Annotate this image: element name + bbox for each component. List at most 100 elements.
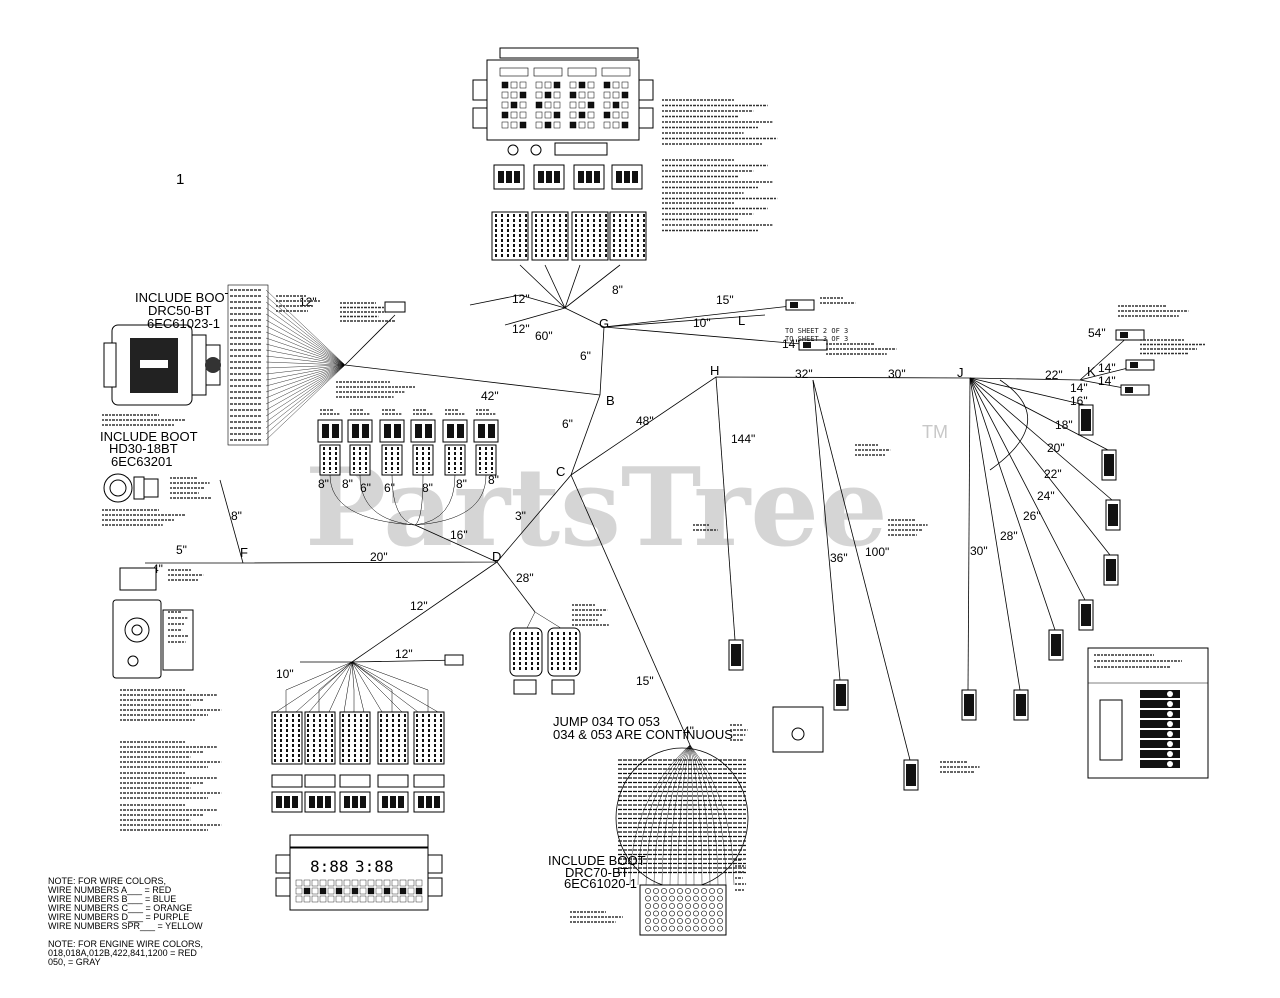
include-boot-1-line1: INCLUDE BOOT bbox=[135, 290, 233, 305]
svg-text:8": 8" bbox=[456, 477, 467, 491]
svg-text:28": 28" bbox=[516, 571, 534, 585]
svg-text:14": 14" bbox=[782, 337, 800, 351]
include-boot-3-line1: INCLUDE BOOT bbox=[548, 853, 646, 868]
svg-text:28": 28" bbox=[1000, 529, 1018, 543]
svg-text:22": 22" bbox=[1045, 368, 1063, 382]
svg-text:6": 6" bbox=[360, 481, 371, 495]
svg-text:54": 54" bbox=[1088, 326, 1106, 340]
wire-color-note: NOTE: FOR WIRE COLORS, WIRE NUMBERS A___… bbox=[48, 876, 203, 967]
round-connector bbox=[103, 473, 212, 503]
include-boot-1-line2: DRC50-BT bbox=[148, 303, 212, 318]
svg-text:6": 6" bbox=[384, 481, 395, 495]
harness-trunk-lines bbox=[145, 264, 1141, 761]
node-k: K bbox=[1087, 364, 1096, 379]
svg-text:15": 15" bbox=[636, 674, 654, 688]
top-fuse-box bbox=[472, 47, 654, 156]
sensor-detail-box bbox=[772, 706, 824, 753]
node-d: D bbox=[492, 549, 501, 564]
svg-text:WIRE NUMBERS B___ = BLUE: WIRE NUMBERS B___ = BLUE bbox=[48, 894, 176, 904]
ecu-pin-table bbox=[227, 284, 269, 446]
sheet-number: 1 bbox=[176, 171, 184, 188]
to-sheet-3-label: TO SHEET 3 OF 3 bbox=[785, 335, 848, 343]
svg-text:018,018A,012B,422,841,1200 = R: 018,018A,012B,422,841,1200 = RED bbox=[48, 948, 197, 958]
svg-text:32": 32" bbox=[795, 367, 813, 381]
svg-text:NOTE: FOR WIRE COLORS,: NOTE: FOR WIRE COLORS, bbox=[48, 876, 166, 886]
ecu-module: INCLUDE BOOT DRC50-BT 6EC61023-1 INCLUDE… bbox=[100, 290, 233, 526]
bottom-fuse-box: 8:88 3:88 bbox=[275, 834, 443, 911]
node-f: F bbox=[240, 545, 248, 560]
top-right-notes bbox=[662, 99, 778, 232]
ignition-switch-module bbox=[112, 567, 204, 679]
svg-text:30": 30" bbox=[888, 367, 906, 381]
node-g: G bbox=[599, 316, 609, 331]
node-h: H bbox=[710, 363, 719, 378]
svg-text:12": 12" bbox=[395, 647, 413, 661]
svg-text:100": 100" bbox=[865, 545, 889, 559]
svg-text:20": 20" bbox=[370, 550, 388, 564]
svg-text:16": 16" bbox=[450, 528, 468, 542]
svg-text:12": 12" bbox=[410, 599, 428, 613]
lower-left-relay-bank bbox=[271, 654, 464, 813]
svg-text:NOTE: FOR ENGINE WIRE COLORS,: NOTE: FOR ENGINE WIRE COLORS, bbox=[48, 939, 203, 949]
top-connectors bbox=[491, 164, 647, 261]
svg-text:14": 14" bbox=[1098, 361, 1116, 375]
svg-text:26": 26" bbox=[1023, 509, 1041, 523]
to-sheet-2-label: TO SHEET 2 OF 3 bbox=[785, 327, 848, 335]
right-legend-box bbox=[1087, 647, 1209, 779]
include-boot-2-line2: HD30-18BT bbox=[109, 441, 178, 456]
svg-text:4": 4" bbox=[683, 724, 694, 738]
node-labels: B C D F G H J K L bbox=[240, 313, 1096, 564]
svg-text:42": 42" bbox=[481, 389, 499, 403]
svg-text:14": 14" bbox=[1070, 381, 1088, 395]
svg-text:6": 6" bbox=[580, 349, 591, 363]
ecu-fan-out bbox=[265, 289, 406, 441]
right-side-plugs bbox=[693, 297, 1206, 791]
svg-text:8": 8" bbox=[318, 477, 329, 491]
svg-text:144": 144" bbox=[731, 432, 755, 446]
svg-text:20": 20" bbox=[1047, 441, 1065, 455]
node-l: L bbox=[738, 313, 745, 328]
include-boot-2-line3: 6EC63201 bbox=[111, 454, 172, 469]
main-globe-connector: INCLUDE BOOT DRC70-BT 6EC61020-1 JUMP 03… bbox=[548, 714, 749, 936]
include-boot-2-line1: INCLUDE BOOT bbox=[100, 429, 198, 444]
svg-text:8": 8" bbox=[488, 473, 499, 487]
svg-text:10": 10" bbox=[693, 316, 711, 330]
svg-text:3": 3" bbox=[515, 509, 526, 523]
svg-text:14": 14" bbox=[1098, 374, 1116, 388]
middle-relay-bank bbox=[317, 381, 499, 526]
svg-text:WIRE NUMBERS D___ = PURPLE: WIRE NUMBERS D___ = PURPLE bbox=[48, 912, 189, 922]
svg-text:5": 5" bbox=[176, 543, 187, 557]
svg-text:3:88: 3:88 bbox=[355, 857, 394, 876]
watermark-trademark: TM bbox=[922, 422, 948, 442]
svg-text:8": 8" bbox=[422, 481, 433, 495]
svg-text:12": 12" bbox=[512, 322, 530, 336]
svg-text:18": 18" bbox=[1055, 418, 1073, 432]
svg-text:WIRE NUMBERS C___ = ORANGE: WIRE NUMBERS C___ = ORANGE bbox=[48, 903, 192, 913]
svg-text:24": 24" bbox=[1037, 489, 1055, 503]
svg-text:30": 30" bbox=[970, 544, 988, 558]
include-boot-3-line2: DRC70-BT bbox=[565, 865, 629, 880]
svg-text:22": 22" bbox=[1044, 467, 1062, 481]
svg-text:12": 12" bbox=[512, 292, 530, 306]
svg-text:4": 4" bbox=[152, 562, 163, 576]
node-b: B bbox=[606, 393, 615, 408]
svg-text:8:88: 8:88 bbox=[310, 857, 349, 876]
svg-text:12": 12" bbox=[299, 295, 317, 309]
center-connector-pair bbox=[509, 604, 609, 695]
svg-text:8": 8" bbox=[612, 283, 623, 297]
node-j: J bbox=[957, 365, 964, 380]
svg-text:48": 48" bbox=[636, 414, 654, 428]
svg-text:WIRE NUMBERS SPR___ = YELLOW: WIRE NUMBERS SPR___ = YELLOW bbox=[48, 921, 203, 931]
svg-text:6": 6" bbox=[562, 417, 573, 431]
include-boot-1-line3: 6EC61023-1 bbox=[147, 316, 220, 331]
include-boot-3-line3: 6EC61020-1 bbox=[564, 876, 637, 891]
svg-text:36": 36" bbox=[830, 551, 848, 565]
svg-text:8": 8" bbox=[231, 509, 242, 523]
lower-left-notes bbox=[120, 689, 222, 831]
svg-text:10": 10" bbox=[276, 667, 294, 681]
jump-note-line2: 034 & 053 ARE CONTINUOUS bbox=[553, 727, 733, 742]
node-c: C bbox=[556, 464, 565, 479]
svg-text:WIRE NUMBERS A___ = RED: WIRE NUMBERS A___ = RED bbox=[48, 885, 172, 895]
svg-text:15": 15" bbox=[716, 293, 734, 307]
